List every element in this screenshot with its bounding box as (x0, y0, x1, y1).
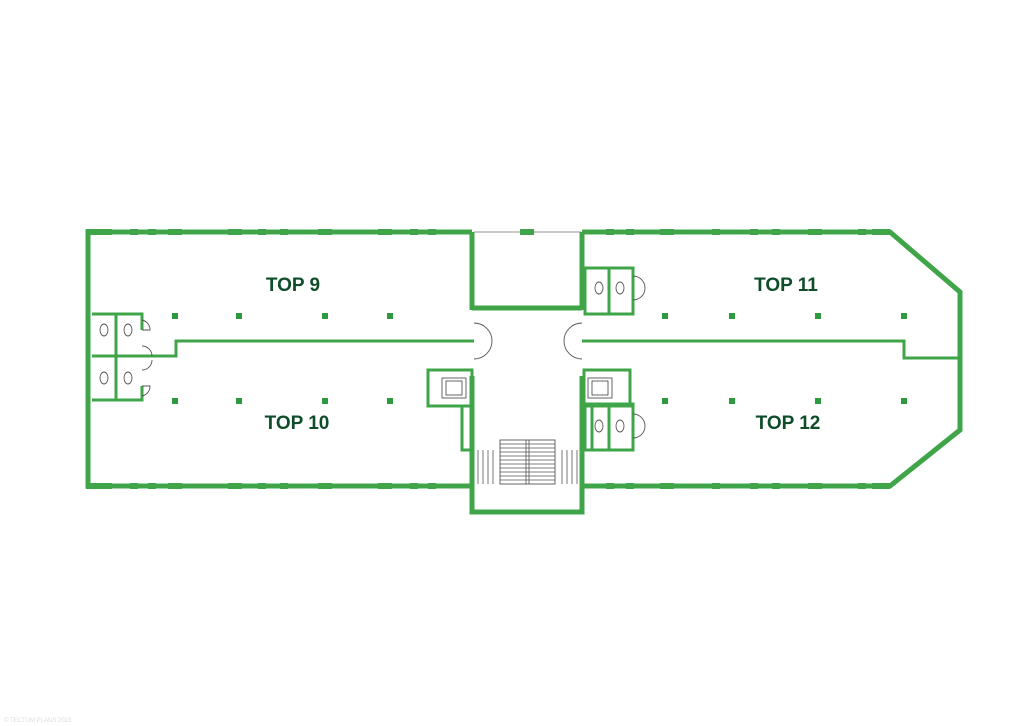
washroom-east-bottom (583, 402, 646, 452)
glazing (89, 231, 961, 512)
washroom-west (92, 312, 153, 402)
columns (172, 313, 907, 404)
washroom-east-top (583, 266, 646, 316)
walls (85, 229, 963, 515)
unit-label-top11: TOP 11 (754, 275, 818, 296)
lifts (441, 377, 613, 399)
staircase (477, 439, 578, 485)
corridor-doors (473, 322, 583, 360)
copyright-note: © TECTUM PLANS 2023 (4, 717, 72, 724)
unit-label-top10: TOP 10 (265, 413, 330, 434)
unit-label-top9: TOP 9 (266, 275, 320, 296)
unit-label-top12: TOP 12 (756, 413, 821, 434)
unit-labels: TOP 9 TOP 10 TOP 11 TOP 12 (265, 275, 821, 434)
